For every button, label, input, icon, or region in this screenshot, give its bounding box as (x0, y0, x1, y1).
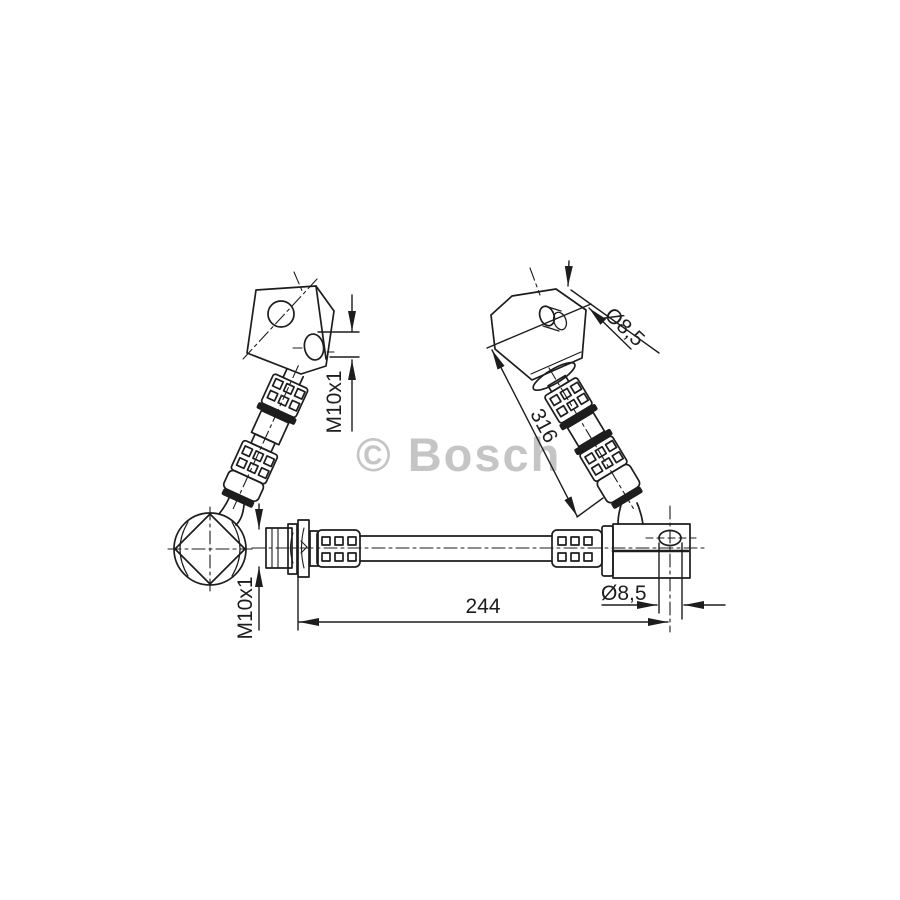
dim-length-lower-hose: 244 (297, 577, 669, 631)
eye-boss (538, 305, 556, 327)
dimension-label-thread-top: M10x1 (323, 370, 346, 433)
dim-thread-top: M10x1 (317, 294, 360, 434)
hex-fitting-end-view (167, 506, 253, 592)
dim-thread-bottom: M10x1 (234, 503, 263, 640)
dim-eye-diameter-bottom: Ø8,5 (601, 542, 726, 620)
elbow-tube (218, 497, 245, 526)
dimension-label-thread-bottom: M10x1 (234, 576, 257, 639)
dimension-label-eye-top: Ø8,5 (600, 303, 649, 351)
dimensions: M10x1 Ø8,5 316 M10x1 244 Ø8,5 (234, 260, 726, 640)
crimp-sleeve-right (551, 525, 614, 577)
hose-assembly-lower (251, 502, 705, 633)
bolt-hole (267, 300, 295, 328)
crimp-sleeve-left (316, 529, 361, 568)
end-block-right (611, 502, 697, 633)
hose-body (359, 535, 553, 562)
bosch-watermark: © Bosch (356, 428, 561, 481)
dim-eye-diameter-top: Ø8,5 (486, 260, 660, 354)
dimension-label-244: 244 (465, 595, 500, 618)
threaded-stub-left (265, 527, 293, 569)
threaded-stem-left (221, 365, 309, 511)
washer-stack (287, 519, 319, 578)
dimension-label-eye-bottom: Ø8,5 (601, 582, 647, 605)
banjo-block-left (242, 271, 335, 375)
thread-port (303, 333, 325, 361)
